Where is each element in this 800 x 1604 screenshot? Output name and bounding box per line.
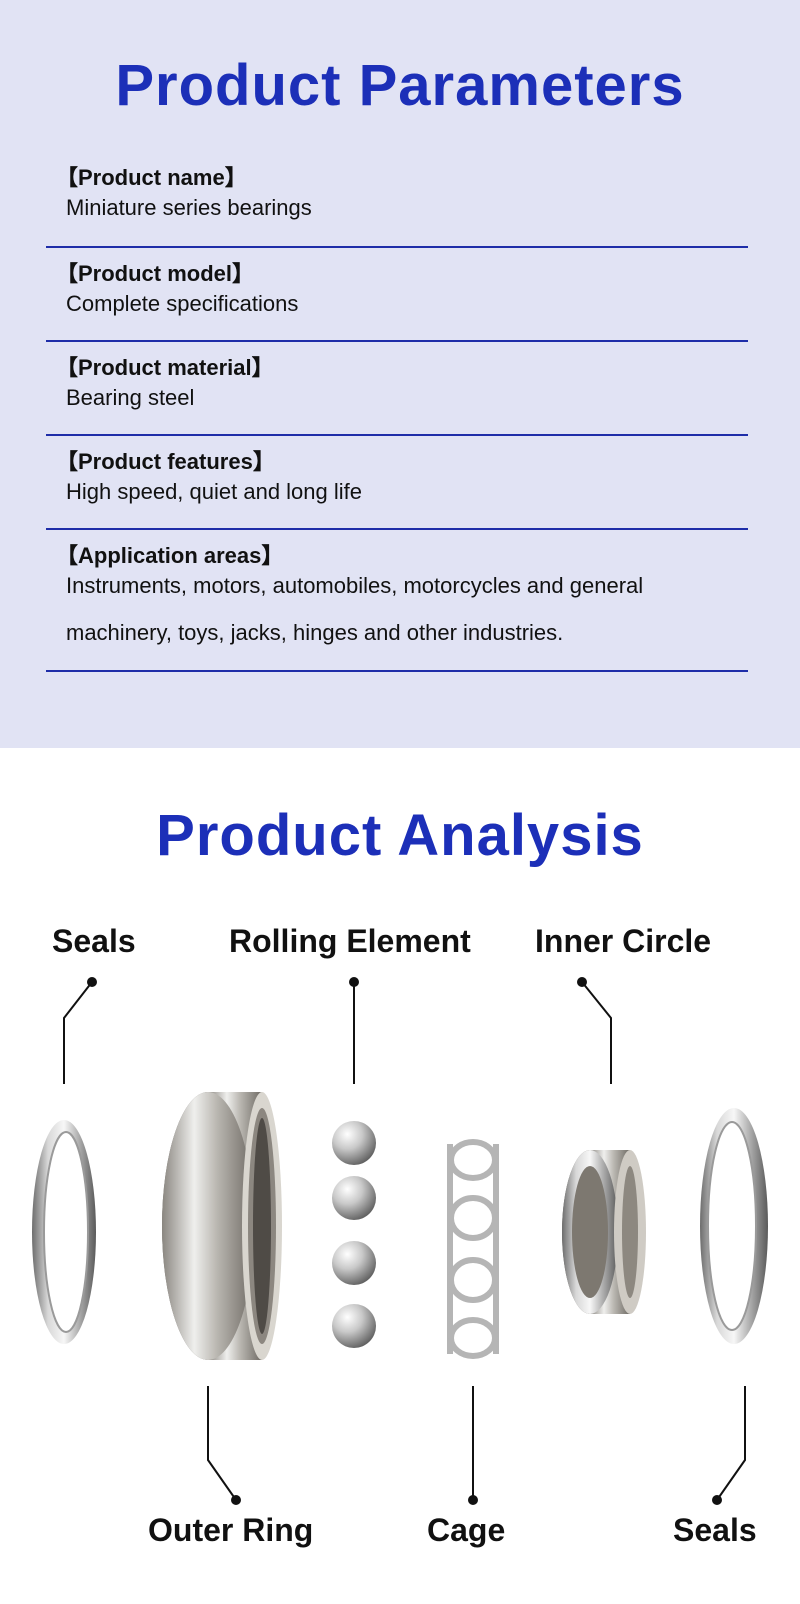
exploded-bearing-illustration: [32, 977, 768, 1505]
param-label: 【Product material】: [56, 355, 274, 380]
label-seals-bottom: Seals: [673, 1512, 757, 1548]
param-value: High speed, quiet and long life: [66, 479, 362, 504]
rolling-elements-part: [332, 1121, 376, 1348]
label-inner-circle: Inner Circle: [535, 923, 712, 959]
param-row-product-features: 【Product features】 High speed, quiet and…: [46, 436, 748, 530]
seal-left-part: [32, 1120, 96, 1344]
param-value: Miniature series bearings: [66, 195, 312, 220]
param-label: 【Product features】: [56, 449, 275, 474]
label-cage: Cage: [427, 1512, 506, 1548]
leader-outer-ring: [207, 1386, 241, 1505]
label-rolling-element: Rolling Element: [229, 923, 471, 959]
inner-circle-part: [562, 1150, 646, 1314]
leader-inner-circle: [577, 977, 612, 1084]
leader-seals-bottom: [712, 1386, 746, 1505]
outer-ring-part: [162, 1092, 282, 1360]
param-label: 【Product model】: [56, 261, 255, 286]
label-seals-top: Seals: [52, 923, 136, 959]
leader-seals-top: [63, 977, 97, 1084]
param-row-product-material: 【Product material】 Bearing steel: [46, 342, 748, 436]
cage-part: [447, 1139, 499, 1359]
param-row-product-name: 【Product name】 Miniature series bearings: [46, 152, 748, 248]
param-label: 【Application areas】: [56, 543, 284, 568]
label-outer-ring: Outer Ring: [148, 1512, 314, 1548]
param-value: Complete specifications: [66, 291, 299, 316]
param-row-application-areas: 【Application areas】 Instruments, motors,…: [46, 530, 748, 672]
product-parameters-section: Product Parameters 【Product name】 Miniat…: [0, 0, 800, 748]
product-analysis-section: Product Analysis Seals Rolling Element I…: [0, 748, 800, 1604]
seal-right-part: [700, 1108, 768, 1344]
param-value-continued: machinery, toys, jacks, hinges and other…: [66, 620, 564, 645]
leader-rolling-element: [349, 977, 359, 1084]
param-label: 【Product name】: [56, 165, 247, 190]
analysis-title: Product Analysis: [156, 803, 644, 868]
leader-cage: [468, 1386, 478, 1505]
param-value: Instruments, motors, automobiles, motorc…: [66, 573, 644, 598]
parameters-title: Product Parameters: [115, 53, 685, 118]
param-row-product-model: 【Product model】 Complete specifications: [46, 248, 748, 342]
param-value: Bearing steel: [66, 385, 195, 410]
